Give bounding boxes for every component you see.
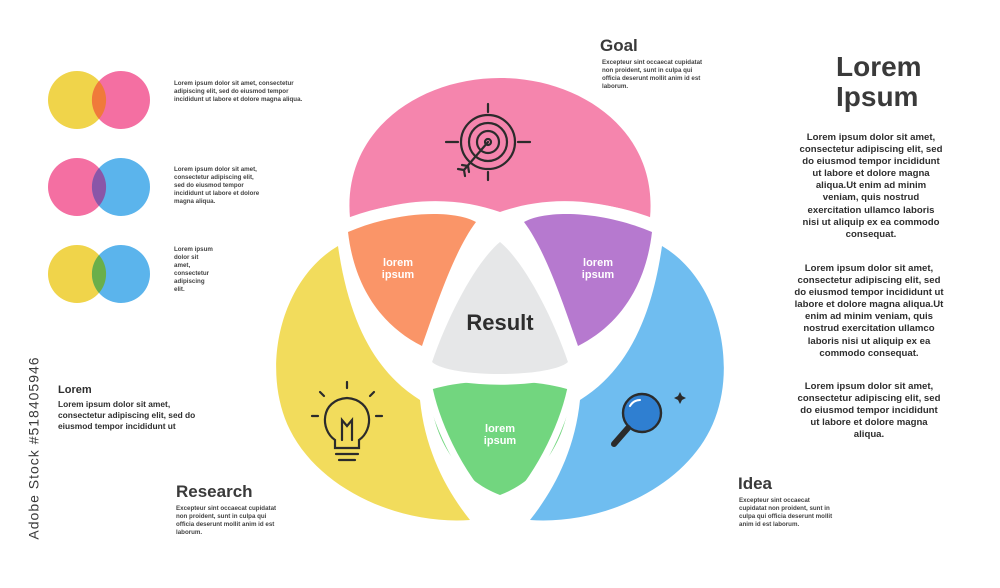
lightbulb-icon — [310, 380, 384, 462]
legend-item-3-circles — [48, 245, 150, 303]
idea-lobe — [530, 246, 724, 521]
sparkle-icon — [674, 392, 686, 404]
research-text: Excepteur sint occaecat cupidatat non pr… — [176, 505, 277, 536]
orange-petal — [348, 213, 476, 346]
separators — [338, 202, 662, 514]
target-icon — [444, 102, 532, 182]
orange-petal-label-1: lorem — [383, 257, 413, 269]
legend-circles — [48, 71, 150, 303]
legend-item-1-circles — [48, 71, 150, 129]
main-title-line-2: Ipsum — [836, 81, 919, 112]
legend-1-left-circle — [48, 71, 106, 129]
goal-text: Excepteur sint occaecat cupidatat non pr… — [602, 59, 703, 90]
legend-item-1-text: Lorem ipsum dolor sit amet, consectetur … — [174, 80, 303, 103]
right-paragraph-1: Lorem ipsum dolor sit amet, consectetur … — [799, 132, 943, 240]
stock-id-vertical: Adobe Stock #518405946 — [26, 356, 42, 539]
result-center — [432, 242, 568, 374]
right-paragraph-3: Lorem ipsum dolor sit amet, consectetur … — [797, 381, 941, 441]
legend-3-left-circle — [48, 245, 106, 303]
separator-bottom — [422, 366, 578, 385]
green-petal-label-1: lorem — [485, 423, 515, 435]
main-title: Lorem Ipsum — [836, 52, 922, 112]
main-title-line-1: Lorem — [836, 51, 922, 82]
stock-number: #518405946 — [25, 356, 42, 445]
research-lobe — [276, 246, 470, 521]
green-petal-label-2: ipsum — [484, 435, 517, 447]
left-block-heading: Lorem — [58, 384, 92, 396]
goal-lobe — [349, 78, 651, 218]
legend-item-2-circles — [48, 158, 150, 216]
legend-2-right-circle — [92, 158, 150, 216]
idea-heading: Idea — [738, 474, 773, 493]
legend-1-overlap — [91, 81, 107, 119]
purple-petal — [524, 213, 652, 346]
purple-petal-label-2: ipsum — [582, 269, 615, 281]
venn-diagram: lorem ipsum lorem ipsum lorem ipsum Resu… — [276, 78, 724, 521]
result-label: Result — [466, 310, 534, 335]
idea-text: Excepteur sint occaecat cupidatat non pr… — [739, 497, 833, 528]
legend-3-overlap — [91, 255, 107, 293]
purple-petal-label-1: lorem — [583, 257, 613, 269]
legend-2-overlap — [91, 168, 107, 206]
goal-heading: Goal — [600, 36, 638, 55]
legend-2-left-circle — [48, 158, 106, 216]
right-paragraph-2: Lorem ipsum dolor sit amet, consectetur … — [794, 263, 944, 359]
magnifier-icon — [611, 392, 686, 447]
legend-item-2-text: Lorem ipsum dolor sit amet, consectetur … — [174, 166, 260, 205]
left-block-text: Lorem ipsum dolor sit amet, consectetur … — [58, 399, 196, 431]
research-heading: Research — [176, 482, 253, 501]
legend-1-right-circle — [92, 71, 150, 129]
legend-item-3-text: Lorem ipsum dolor sit amet, consectetur … — [174, 246, 213, 293]
stock-brand: Adobe Stock — [25, 449, 42, 540]
green-petal — [430, 381, 570, 495]
orange-petal-label-2: ipsum — [382, 269, 415, 281]
legend-3-right-circle — [92, 245, 150, 303]
